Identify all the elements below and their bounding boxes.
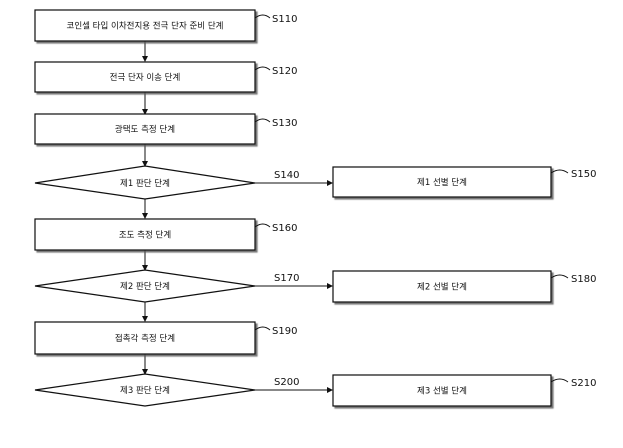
node-s130-label: 광택도 측정 단계	[115, 124, 175, 135]
node-s110-label: 코인셀 타입 이차전지용 전극 단자 준비 단계	[67, 21, 224, 32]
node-s150: 제1 선별 단계 S150	[332, 166, 596, 198]
node-s120: 전극 단자 이송 단계 S120	[34, 61, 297, 93]
node-s130: 광택도 측정 단계 S130	[34, 113, 297, 145]
step-s190: S190	[272, 326, 297, 337]
node-s180-label: 제2 선별 단계	[417, 282, 467, 293]
node-s140: 제1 판단 단계 S140	[34, 165, 299, 200]
node-s190: 접촉각 측정 단계 S190	[34, 321, 297, 355]
step-s160: S160	[272, 223, 297, 234]
edges	[142, 41, 333, 393]
node-s170-label: 제2 판단 단계	[120, 281, 170, 292]
leader-s180	[550, 274, 569, 279]
leader-s150	[550, 169, 569, 174]
leader-s160	[254, 223, 271, 228]
node-s180: 제2 선별 단계 S180	[332, 270, 596, 303]
step-s210: S210	[571, 378, 596, 389]
node-s150-label: 제1 선별 단계	[417, 177, 467, 188]
leader-s120	[254, 66, 271, 71]
node-s160-label: 조도 측정 단계	[119, 230, 171, 241]
node-s200: 제3 판단 단계 S200	[34, 373, 299, 407]
step-s150: S150	[571, 169, 596, 180]
node-s120-label: 전극 단자 이송 단계	[110, 72, 181, 83]
node-s170: 제2 판단 단계 S170	[34, 269, 299, 303]
step-s140: S140	[274, 170, 299, 181]
step-s200: S200	[274, 377, 299, 388]
step-s170: S170	[274, 273, 299, 284]
node-s190-label: 접촉각 측정 단계	[115, 333, 175, 344]
step-s120: S120	[272, 66, 297, 77]
step-s180: S180	[571, 274, 596, 285]
leader-s190	[254, 326, 271, 331]
node-s140-label: 제1 판단 단계	[120, 178, 170, 189]
node-s210: 제3 선별 단계 S210	[332, 374, 596, 407]
node-s200-label: 제3 판단 단계	[120, 385, 170, 396]
step-s110: S110	[272, 14, 297, 25]
step-s130: S130	[272, 118, 297, 129]
leader-s130	[254, 118, 271, 123]
node-s160: 조도 측정 단계 S160	[34, 218, 297, 251]
leader-s210	[550, 378, 569, 383]
node-s210-label: 제3 선별 단계	[417, 386, 467, 397]
node-s110: 코인셀 타입 이차전지용 전극 단자 준비 단계 S110	[34, 9, 297, 42]
leader-s110	[254, 14, 271, 19]
